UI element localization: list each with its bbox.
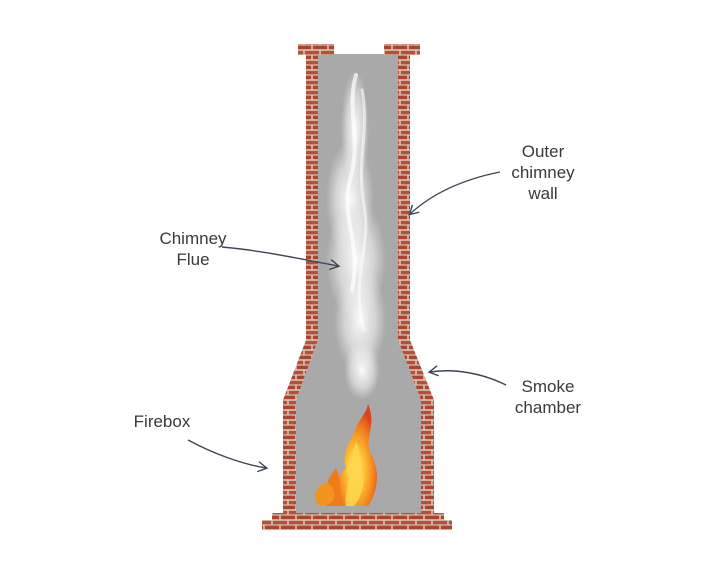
firebox-wall-left <box>283 400 296 515</box>
outer-chimney-wall-label: Outer chimney wall <box>511 142 575 203</box>
flue-arrow <box>221 246 341 271</box>
firebox-wall-right <box>421 400 434 515</box>
fire <box>315 404 377 506</box>
chimney-cap-left <box>298 44 334 55</box>
flue-wall-right <box>398 54 410 341</box>
smoke-chamber-arrow <box>427 365 507 386</box>
firebox-label: Firebox <box>133 412 191 431</box>
smoke-plume <box>326 70 386 400</box>
smoke-chamber-label: Smoke chamber <box>514 377 582 417</box>
chimney-cap-right <box>384 44 420 55</box>
outer-wall-arrow <box>408 171 501 216</box>
hearth-foot <box>262 520 452 530</box>
chimney-flue-label: Chimney Flue <box>159 229 227 269</box>
smoke-chamber-wall-right <box>398 340 434 400</box>
firebox-arrow <box>187 439 269 473</box>
flue-wall-left <box>306 54 318 341</box>
hearth-base <box>272 513 444 521</box>
smoke-chamber-wall-left <box>283 340 318 400</box>
